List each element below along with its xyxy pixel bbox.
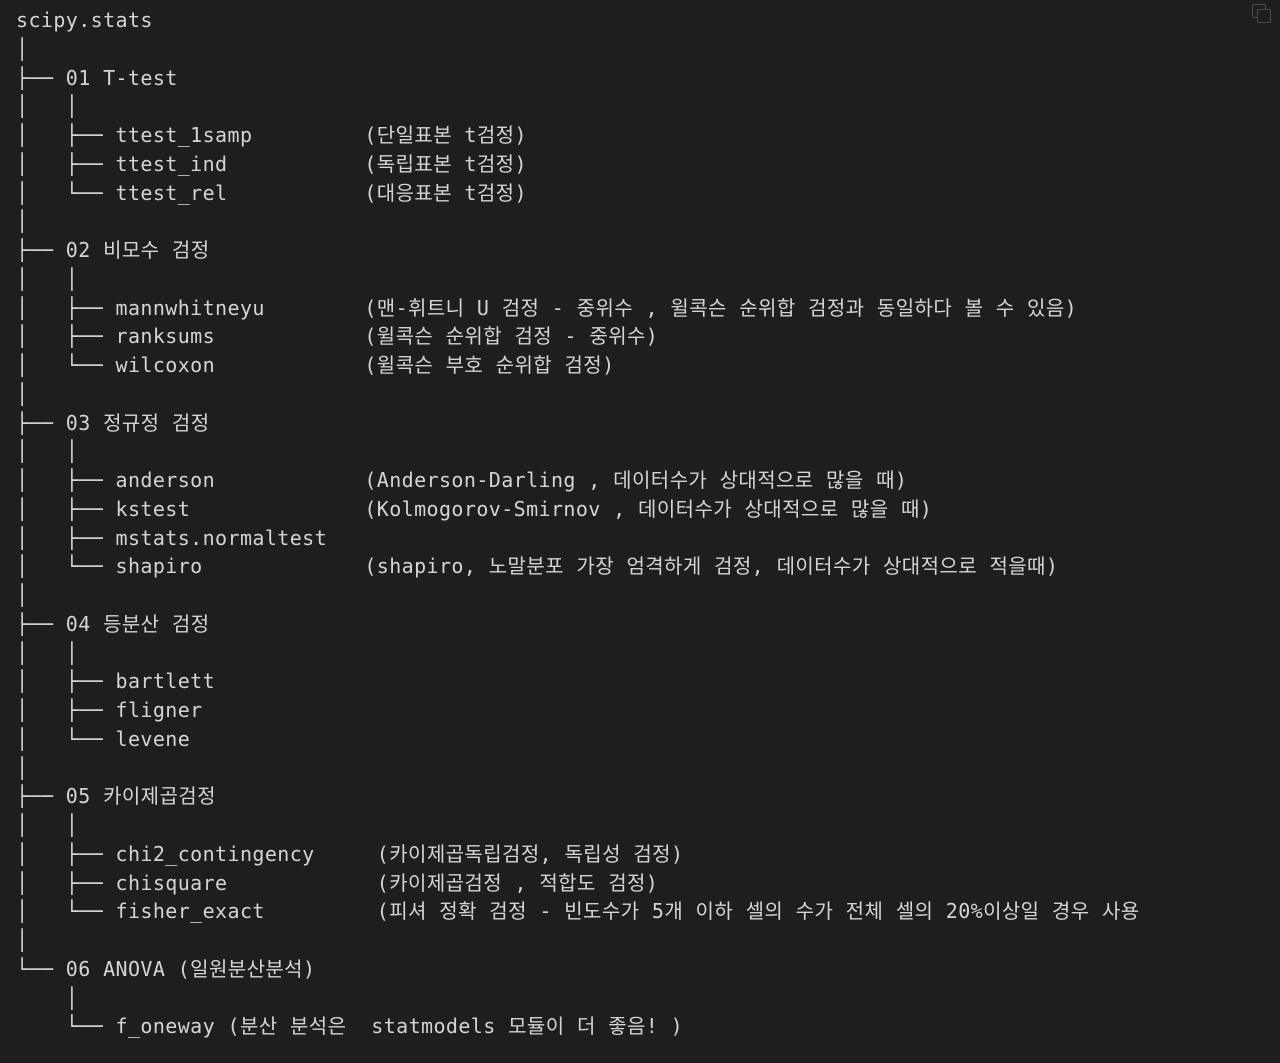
code-line: │ ├── mannwhitneyu (맨-휘트니 U 검정 - 중위수 , 윌… [16,295,1078,320]
code-line: │ ├── ttest_ind (독립표본 t검정) [16,151,527,176]
code-line: ├── 04 등분산 검정 [16,611,210,636]
code-line: │ ├── mstats.normaltest [16,525,328,550]
code-line: │ [16,209,29,234]
code-line: ├── 05 카이제곱검정 [16,784,216,809]
code-line: │ ├── ttest_1samp (단일표본 t검정) [16,123,527,147]
code-line: │ └── shapiro (shapiro, 노말분포 가장 엄격하게 검정,… [16,554,1059,579]
code-line: ├── 01 T-test [16,65,178,90]
code-line: │ ├── ranksums (윌콕슨 순위합 검정 - 중위수) [16,324,659,349]
code-line: ├── 03 정규정 검정 [16,410,210,435]
code-line: │ │ [16,439,79,464]
code-line: │ └── levene [16,726,191,751]
code-line: │ ├── chisquare (카이제곱검정 , 적합도 검정) [16,870,659,895]
code-line: │ ├── chi2_contingency (카이제곱독립검정, 독립성 검정… [16,841,684,866]
code-line: └── 06 ANOVA (일원분산분석) [16,956,316,981]
code-line: └── f_oneway (분산 분석은 statmodels 모듈이 더 좋음… [16,1014,684,1039]
code-line: │ [16,928,29,952]
code-line: │ [16,755,29,780]
code-line: │ └── fisher_exact (피셔 정확 검정 - 빈도수가 5개 이… [16,899,1140,924]
code-line: │ │ [16,813,79,837]
code-line: │ ├── anderson (Anderson-Darling , 데이터수가… [16,468,908,492]
code-line: │ │ [16,94,79,119]
copy-icon-back [1252,4,1266,18]
copy-icon-front [1257,9,1271,23]
code-line: │ │ [16,640,79,665]
code-line: scipy.stats [16,8,153,32]
code-line: ├── 02 비모수 검정 [16,238,210,262]
code-line: │ └── wilcoxon (윌콕슨 부호 순위합 검정) [16,353,615,377]
code-line: │ └── ttest_rel (대응표본 t검정) [16,180,527,205]
code-line: │ ├── bartlett [16,669,216,694]
code-block: scipy.stats │ ├── 01 T-test │ │ │ ├── ttest_… [16,6,1140,1041]
code-line: │ [16,583,29,607]
copy-icon[interactable] [1250,2,1272,24]
code-line: │ │ [16,266,79,291]
code-line: │ ├── kstest (Kolmogorov-Smirnov , 데이터수가… [16,496,933,521]
code-line: │ ├── fligner [16,698,203,722]
code-line: │ [16,985,79,1010]
code-line: │ [16,381,29,406]
code-line: │ [16,36,29,61]
